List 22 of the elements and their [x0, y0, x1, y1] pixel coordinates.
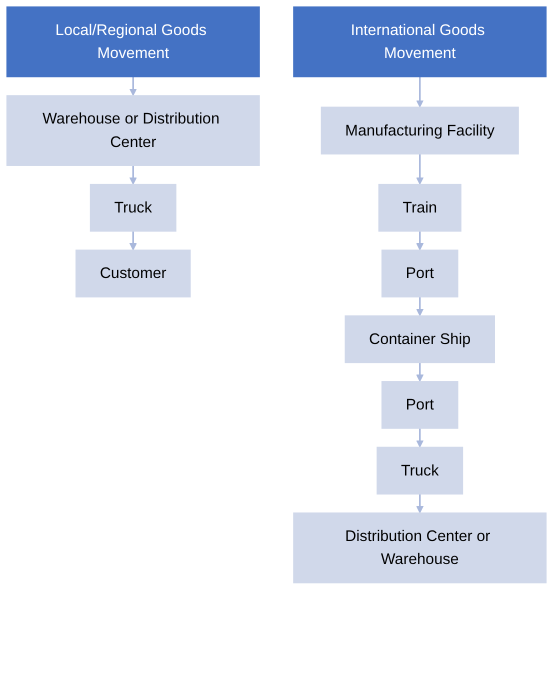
node-box: Port — [381, 250, 458, 298]
node-box: Customer — [76, 250, 191, 298]
arrow — [416, 231, 424, 250]
arrow — [416, 296, 424, 316]
node-box: Warehouse or Distribution Center — [6, 95, 260, 166]
arrow — [129, 76, 137, 96]
node-box: Manufacturing Facility — [320, 106, 519, 154]
node-box: International Goods Movement — [293, 6, 547, 78]
node-box: Truck — [376, 446, 464, 495]
node-box: Truck — [90, 184, 176, 232]
node-box: Port — [381, 381, 458, 429]
arrow — [416, 428, 424, 448]
node-box: Container Ship — [344, 315, 495, 364]
arrow — [129, 231, 137, 250]
node-box: Local/Regional Goods Movement — [6, 6, 260, 78]
node-box: Distribution Center or Warehouse — [293, 512, 547, 584]
arrow — [416, 76, 424, 108]
node-box: Train — [378, 184, 462, 232]
arrow — [129, 166, 137, 185]
arrow — [416, 154, 424, 185]
arrow — [416, 362, 424, 382]
arrow — [416, 494, 424, 514]
